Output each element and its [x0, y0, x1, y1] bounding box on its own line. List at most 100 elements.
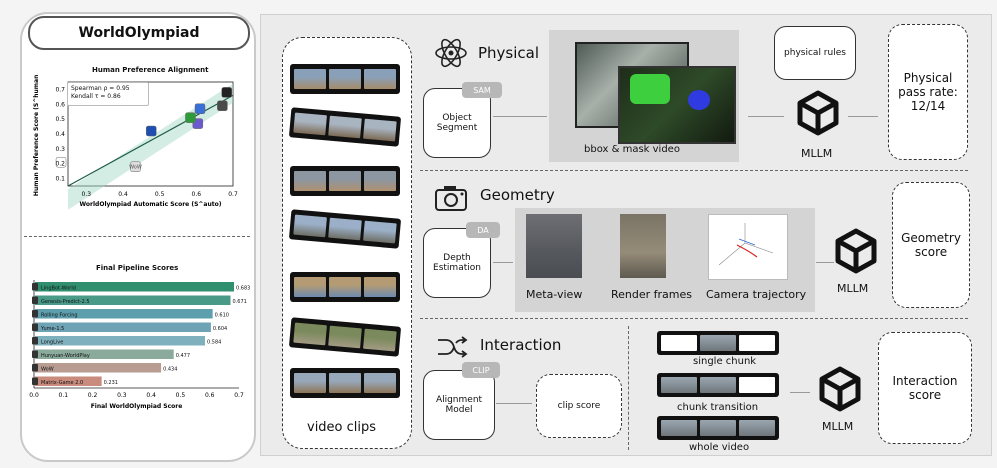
y-tick-label: 0.7: [55, 86, 65, 93]
y-tick-label: 0.2: [55, 161, 65, 168]
bar-x-tick: 0.6: [205, 392, 215, 399]
chunk-frame: [739, 420, 775, 436]
physical-title: Physical: [478, 44, 540, 62]
model-logo-icon: [32, 323, 38, 331]
physical-rules-box: physical rules: [774, 26, 856, 80]
model-logo-icon: [32, 337, 38, 345]
chunk-frame: [661, 377, 697, 393]
chunk-frame: [739, 335, 775, 351]
physical-caption: bbox & mask video: [584, 144, 680, 155]
bar-x-tick: 0.5: [176, 392, 186, 399]
model-logo-icon: [32, 296, 38, 304]
arrow-physical-3: [848, 116, 878, 117]
chunk-filmstrip: [657, 331, 779, 355]
render-frames-image: [620, 214, 666, 278]
bar: [35, 349, 174, 359]
video-frame: [293, 322, 327, 346]
video-frame: [329, 69, 361, 89]
arrow-interaction-1: [496, 403, 532, 404]
kendall-stat: Kendall τ = 0.86: [71, 93, 121, 100]
y-tick-label: 0.3: [55, 146, 65, 153]
chunk-frame: [661, 335, 697, 351]
bar-x-axis-label: Final WorldOlympiad Score: [91, 403, 183, 410]
bar: [35, 295, 231, 305]
whole-video-label: whole video: [689, 442, 750, 453]
model-logo-icon: [32, 310, 38, 318]
chunk-frame: [661, 420, 697, 436]
video-frame: [363, 328, 397, 352]
geometry-result-box: Geometry score: [892, 182, 970, 308]
video-frame: [328, 115, 362, 139]
bar: [35, 363, 162, 373]
y-tick-label: 0.5: [55, 116, 65, 123]
video-clip-filmstrip: [290, 64, 400, 94]
interaction-result-box: Interaction score: [878, 332, 972, 444]
bar-category-label: Hunyuan-WorldPlay: [41, 353, 90, 359]
divider-physical-geometry: [420, 170, 968, 171]
y-tick-label: 0.4: [55, 131, 65, 138]
bar-value-label: 0.231: [104, 380, 118, 386]
geometry-title: Geometry: [480, 186, 555, 204]
model-logo-icon: [32, 377, 38, 385]
video-clips-label: video clips: [307, 420, 377, 435]
single-chunk-label: single chunk: [693, 356, 757, 367]
arrow-physical-1: [493, 116, 547, 117]
spearman-stat: Spearman ρ = 0.95: [71, 85, 130, 92]
bar-value-label: 0.671: [233, 299, 247, 305]
arrow-geometry-1: [493, 262, 513, 263]
scatter-title: Human Preference Alignment: [92, 66, 209, 74]
clip-tag: CLIP: [462, 362, 500, 378]
bar-x-tick: 0.4: [146, 392, 156, 399]
chunk-frame: [700, 377, 736, 393]
video-frame: [293, 214, 327, 238]
chunk-filmstrip: [657, 373, 779, 397]
bar-value-label: 0.683: [236, 286, 250, 292]
bar-value-label: 0.434: [163, 367, 177, 373]
divider-geometry-interaction: [420, 318, 968, 319]
bar-category-label: LongLive: [41, 340, 63, 346]
scatter-point: [194, 103, 206, 114]
bar-category-label: Genesis-Predict-2.5: [41, 299, 90, 305]
video-frame: [294, 171, 326, 191]
bar-x-tick: 0.3: [117, 392, 127, 399]
meta-view-image: [526, 214, 582, 278]
bar-category-label: LingBot-World: [41, 286, 76, 292]
bar-category-label: WoW: [41, 367, 54, 373]
video-frame: [364, 277, 396, 297]
video-frame: [293, 112, 327, 136]
bar-value-label: 0.604: [213, 326, 227, 332]
x-axis-label: WorldOlympiad Automatic Score (S^auto): [80, 201, 222, 208]
fit-line: [67, 94, 234, 187]
bar-x-tick: 0.0: [29, 392, 39, 399]
bar: [35, 282, 235, 292]
trajectory-lines: [718, 223, 774, 266]
interaction-title: Interaction: [480, 336, 562, 354]
mllm-icon-physical: [797, 90, 839, 136]
video-frame: [294, 277, 326, 297]
arrow-interaction-2: [790, 392, 810, 393]
render-frames-caption: Render frames: [611, 288, 693, 301]
video-frame: [364, 171, 396, 191]
interaction-divider: [628, 326, 629, 450]
chunk-frame: [700, 335, 736, 351]
video-frame: [363, 118, 397, 142]
bar: [35, 322, 211, 332]
chunk-transition-label: chunk transition: [677, 402, 759, 413]
scatter-point: [217, 100, 228, 112]
y-axis-label: Human Preference Score (S^human): [33, 74, 40, 196]
video-frame: [363, 220, 397, 244]
camera-trajectory-caption: Camera trajectory: [706, 288, 807, 301]
bar-value-label: 0.610: [215, 313, 229, 319]
x-tick-label: 0.5: [155, 191, 165, 198]
bar-category-label: Matrix-Game 2.0: [41, 380, 83, 386]
chunk-frame: [700, 420, 736, 436]
y-tick-label: 0.1: [55, 176, 65, 183]
left-divider: [24, 236, 250, 237]
green-mask: [630, 74, 670, 104]
bar-category-label: Rolling Forcing: [41, 313, 78, 319]
video-clip-filmstrip: [290, 272, 400, 302]
scatter-point: [130, 161, 141, 172]
bar: [35, 309, 213, 319]
bar-title-text: Final Pipeline Scores: [96, 264, 179, 272]
